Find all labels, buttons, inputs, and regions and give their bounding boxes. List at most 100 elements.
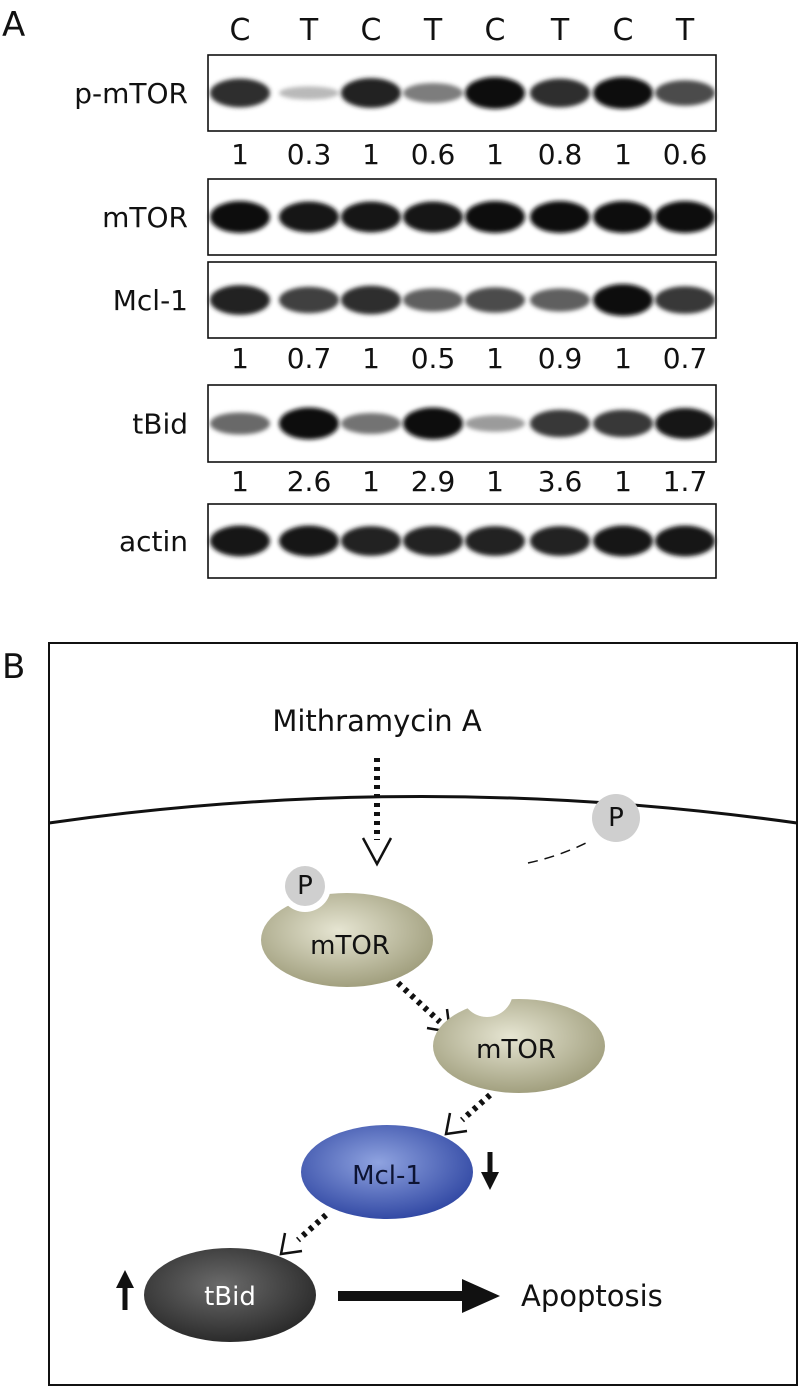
outcome-label: Apoptosis xyxy=(521,1279,663,1313)
band-actin-lane-8 xyxy=(655,525,715,557)
blot-row-mcl-1: Mcl-1 1 0.7 1 0.5 1 0.9 1 0.7 xyxy=(113,261,717,375)
blot-label-tbid: tBid xyxy=(132,408,188,441)
lane-header-t: T xyxy=(675,13,695,48)
lane-header-c: C xyxy=(361,13,382,48)
band-p-mtor-lane-8 xyxy=(655,80,715,106)
phospho-group-free xyxy=(592,794,640,842)
band-mcl-1-lane-6 xyxy=(530,288,590,312)
mcl1-decrease-arrow xyxy=(481,1152,499,1190)
blot-label-mcl-1: Mcl-1 xyxy=(113,284,188,317)
mtor-label-phospho: mTOR xyxy=(310,931,390,961)
band-mcl-1-lane-8 xyxy=(655,286,715,314)
quant-p-mtor-lane-2: 0.3 xyxy=(287,138,332,171)
mtor-ellipse xyxy=(433,999,605,1093)
phospho-mtor-node: P mTOR xyxy=(261,860,433,987)
tbid-increase-arrow xyxy=(116,1270,134,1310)
mtor-to-mcl1-arrow-line xyxy=(460,1092,492,1123)
quant-mcl-1-lane-4: 0.5 xyxy=(411,342,456,375)
lane-header-c: C xyxy=(230,13,251,48)
quant-tbid-lane-4: 2.9 xyxy=(411,465,456,498)
quant-mcl-1-lane-6: 0.9 xyxy=(538,342,583,375)
band-actin-lane-6 xyxy=(530,526,590,556)
tbid-to-apoptosis-arrow xyxy=(338,1279,500,1313)
quant-tbid-lane-7: 1 xyxy=(614,465,632,498)
quant-p-mtor-lane-4: 0.6 xyxy=(411,138,456,171)
lane-header-c: C xyxy=(485,13,506,48)
band-mtor-lane-2 xyxy=(279,201,339,233)
band-p-mtor-lane-2 xyxy=(279,86,339,100)
band-tbid-lane-6 xyxy=(530,409,590,438)
band-mcl-1-lane-4 xyxy=(403,288,463,312)
quant-p-mtor-lane-5: 1 xyxy=(486,138,504,171)
mtor-empty-site xyxy=(461,965,513,1017)
band-tbid-lane-2 xyxy=(279,407,339,440)
band-tbid-lane-1 xyxy=(210,412,270,435)
band-tbid-lane-8 xyxy=(655,408,715,439)
band-p-mtor-lane-6 xyxy=(530,78,590,108)
blot-label-actin: actin xyxy=(119,525,188,558)
band-actin-lane-7 xyxy=(593,525,653,557)
drug-to-mtor-arrowhead xyxy=(361,837,393,867)
band-p-mtor-lane-4 xyxy=(403,83,463,103)
band-p-mtor-lane-3 xyxy=(341,78,401,108)
band-actin-lane-5 xyxy=(465,526,525,556)
band-mtor-lane-3 xyxy=(341,201,401,233)
band-actin-lane-1 xyxy=(210,525,270,557)
panel-a-letter: A xyxy=(2,5,25,45)
band-p-mtor-lane-7 xyxy=(593,77,653,109)
band-p-mtor-lane-5 xyxy=(465,77,525,109)
quant-mcl-1-lane-1: 1 xyxy=(231,342,249,375)
tbid-ellipse xyxy=(144,1248,316,1342)
lane-header-t: T xyxy=(299,13,319,48)
pmtor-to-mtor-arrow-line xyxy=(395,980,443,1025)
band-p-mtor-lane-1 xyxy=(210,78,270,108)
mcl1-ellipse xyxy=(301,1125,473,1219)
band-tbid-lane-3 xyxy=(341,413,401,434)
band-mcl-1-lane-1 xyxy=(210,285,270,315)
quant-mcl-1-lane-7: 1 xyxy=(614,342,632,375)
quant-tbid-lane-6: 3.6 xyxy=(538,465,583,498)
lane-header-c: C xyxy=(613,13,634,48)
band-tbid-lane-7 xyxy=(593,409,653,438)
drug-label: Mithramycin A xyxy=(272,704,482,738)
band-mtor-lane-6 xyxy=(530,201,590,233)
mtor-ellipse-phospho xyxy=(261,893,433,987)
quant-mcl-1-lane-3: 1 xyxy=(362,342,380,375)
quant-p-mtor-lane-8: 0.6 xyxy=(663,138,708,171)
blot-row-actin: actin xyxy=(119,503,717,579)
blot-label-mtor: mTOR xyxy=(102,201,188,234)
band-mcl-1-lane-5 xyxy=(465,287,525,313)
quant-tbid-lane-2: 2.6 xyxy=(287,465,332,498)
quant-p-mtor-lane-7: 1 xyxy=(614,138,632,171)
quant-mcl-1-lane-5: 1 xyxy=(486,342,504,375)
band-mtor-lane-8 xyxy=(655,201,715,233)
band-mtor-lane-4 xyxy=(403,201,463,233)
quant-mcl-1-lane-8: 0.7 xyxy=(663,342,708,375)
tbid-label: tBid xyxy=(204,1282,256,1312)
quant-tbid-lane-3: 1 xyxy=(362,465,380,498)
panel-b-frame xyxy=(48,642,798,1386)
band-actin-lane-3 xyxy=(341,526,401,556)
mtor-label: mTOR xyxy=(476,1035,556,1065)
band-mtor-lane-1 xyxy=(210,201,270,233)
phospho-label-bound: P xyxy=(297,871,313,901)
blot-row-mtor: mTOR xyxy=(102,178,717,256)
quant-mcl-1-lane-2: 0.7 xyxy=(287,342,332,375)
band-mtor-lane-5 xyxy=(465,201,525,233)
band-mtor-lane-7 xyxy=(593,201,653,233)
quant-p-mtor-lane-1: 1 xyxy=(231,138,249,171)
mcl1-to-tbid-arrow-line xyxy=(296,1212,328,1243)
blot-label-p-mtor: p-mTOR xyxy=(74,77,188,110)
band-mcl-1-lane-2 xyxy=(279,286,339,314)
band-tbid-lane-4 xyxy=(403,407,463,440)
band-tbid-lane-5 xyxy=(465,415,525,432)
quant-p-mtor-lane-3: 1 xyxy=(362,138,380,171)
mtor-to-mcl1-arrowhead xyxy=(444,1112,468,1136)
quant-tbid-lane-1: 1 xyxy=(231,465,249,498)
band-mcl-1-lane-7 xyxy=(593,284,653,316)
cell-membrane xyxy=(48,795,798,825)
mtor-node: mTOR xyxy=(433,965,605,1093)
